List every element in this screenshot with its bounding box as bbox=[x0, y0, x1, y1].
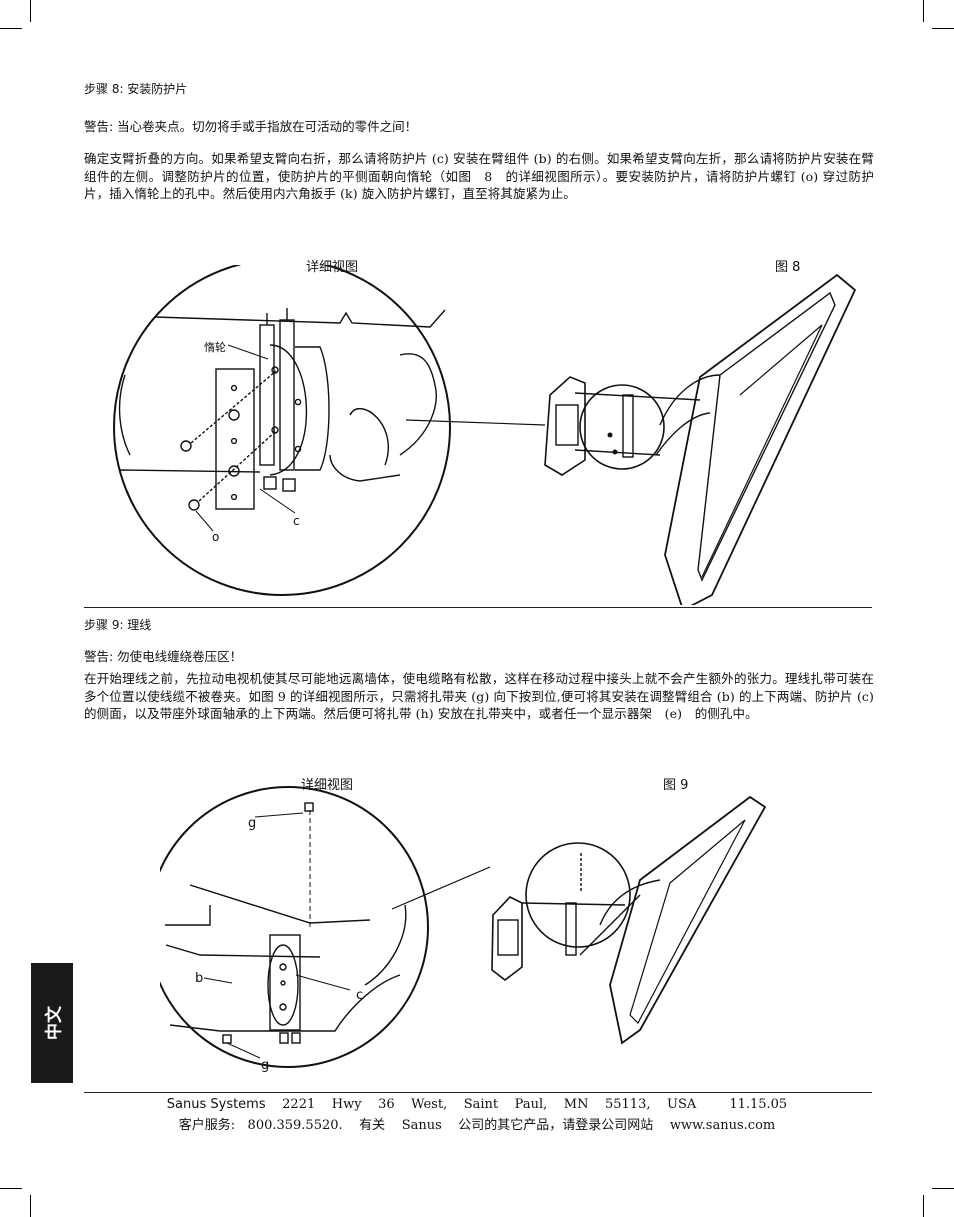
callout-g-top: g bbox=[248, 816, 256, 831]
figure9-illustration: g b c g bbox=[160, 786, 767, 1073]
crop-mark bbox=[932, 1188, 954, 1189]
language-tab-label: 中文 bbox=[44, 1006, 65, 1040]
callout-b: b bbox=[195, 971, 203, 986]
step8-title: 步骤 8: 安装防护片 bbox=[84, 82, 188, 96]
crop-mark bbox=[30, 1195, 31, 1217]
step8-warning: 警告: 当心卷夹点。切勿将手或手指放在可活动的零件之间！ bbox=[84, 119, 418, 134]
footer-address-line: Sanus Systems 2221 Hwy 36 West, Saint Pa… bbox=[0, 1097, 954, 1112]
footer-address: 2221 Hwy 36 West, Saint Paul, MN 55113, … bbox=[265, 1097, 788, 1112]
step9-title: 步骤 9: 理线 bbox=[84, 618, 152, 632]
section-divider bbox=[84, 607, 872, 608]
figure8-label: 图 8 bbox=[775, 260, 801, 275]
crop-mark bbox=[932, 28, 954, 29]
footer-divider bbox=[84, 1092, 872, 1093]
crop-mark bbox=[923, 1195, 924, 1217]
crop-mark bbox=[30, 0, 31, 22]
figure8-illustration: 惰轮 c o bbox=[113, 265, 857, 605]
crop-mark bbox=[923, 0, 924, 22]
footer-service-line: 客户服务: 800.359.5520. 有关 Sanus 公司的其它产品，请登录… bbox=[178, 1118, 776, 1133]
figure9-label: 图 9 bbox=[663, 778, 689, 793]
callout-c: c bbox=[293, 514, 300, 528]
callout-c: c bbox=[356, 988, 363, 1003]
footer-company: Sanus Systems bbox=[166, 1097, 266, 1112]
detail-circle bbox=[113, 265, 451, 596]
callout-idler: 惰轮 bbox=[204, 340, 226, 354]
step8-body: 确定支臂折叠的方向。如果希望支臂向右折，那么请将防护片 (c) 安装在臂组件 (… bbox=[84, 151, 874, 201]
callout-o: o bbox=[212, 530, 219, 544]
language-tab: 中文 bbox=[31, 963, 73, 1083]
step9-warning: 警告: 勿使电线缠绕卷压区！ bbox=[84, 649, 243, 664]
callout-g-bottom: g bbox=[261, 1058, 269, 1073]
crop-mark bbox=[0, 1188, 22, 1189]
step9-body: 在开始理线之前，先拉动电视机使其尽可能地远离墙体，使电缆略有松散，这样在移动过程… bbox=[84, 671, 874, 721]
crop-mark bbox=[0, 28, 22, 29]
detail-circle bbox=[160, 786, 429, 1068]
